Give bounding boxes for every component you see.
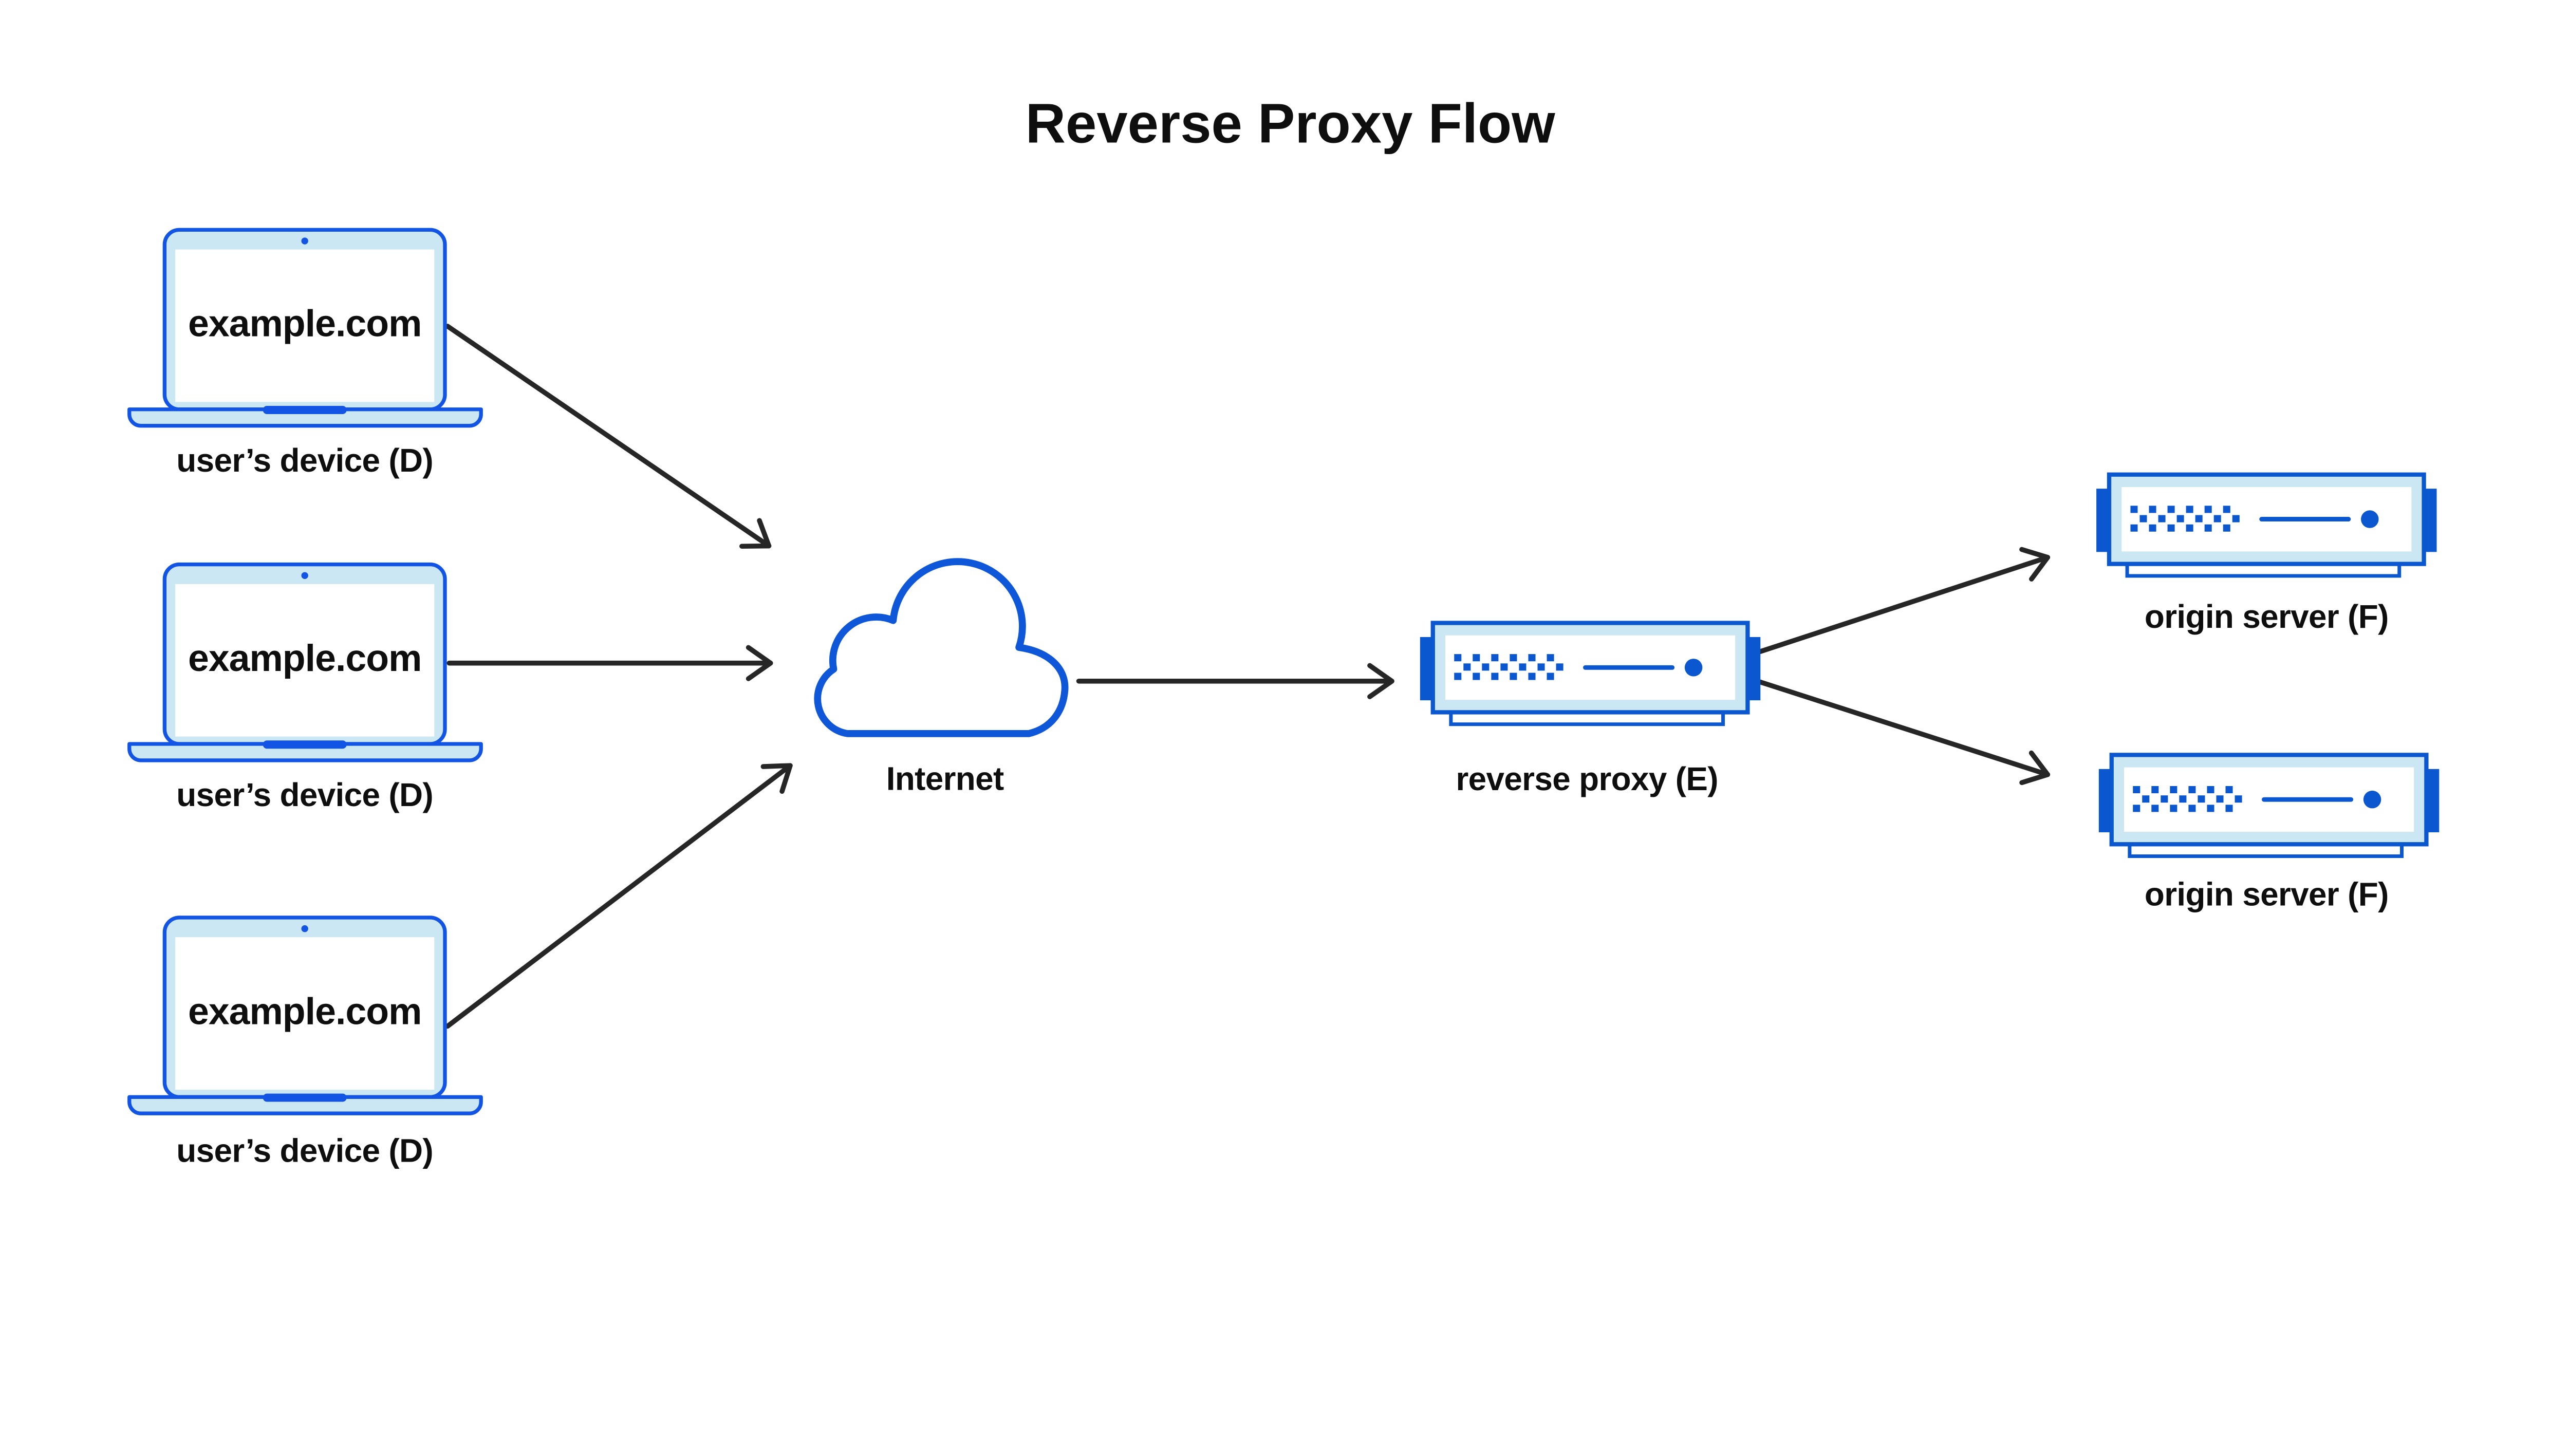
origin-server-caption: origin server (F) xyxy=(2145,875,2389,912)
device-screen-url: example.com xyxy=(188,990,421,1032)
server-rack-icon xyxy=(2099,755,2439,856)
arrow-device1-to-internet xyxy=(445,324,772,549)
user-device-3: example.com user’s device (D) xyxy=(129,918,481,1169)
user-device-1: example.com user’s device (D) xyxy=(129,230,481,479)
origin-server-2: origin server (F) xyxy=(2099,755,2439,912)
page-title: Reverse Proxy Flow xyxy=(1026,92,1556,155)
diagram-canvas: Reverse Proxy Flow example.com user’s de… xyxy=(127,92,2442,1169)
device-caption: user’s device (D) xyxy=(176,1132,433,1169)
server-rack-icon xyxy=(1420,623,1760,724)
reverse-proxy-node: reverse proxy (E) xyxy=(1420,623,1760,797)
flow-arrows xyxy=(445,324,2051,1029)
device-caption: user’s device (D) xyxy=(176,776,433,813)
server-rack-icon xyxy=(2096,475,2436,576)
cloud-icon xyxy=(814,558,1069,737)
internet-caption: Internet xyxy=(886,760,1004,797)
device-screen-url: example.com xyxy=(188,637,421,679)
device-caption: user’s device (D) xyxy=(176,442,433,479)
user-device-2: example.com user’s device (D) xyxy=(129,565,481,813)
arrow-proxy-to-origin2 xyxy=(1755,678,2051,786)
device-screen-url: example.com xyxy=(188,303,421,345)
internet-node: Internet xyxy=(814,558,1069,797)
reverse-proxy-flow-diagram: Reverse Proxy Flow example.com user’s de… xyxy=(127,92,2442,1169)
arrow-device3-to-internet xyxy=(445,763,793,1029)
origin-server-caption: origin server (F) xyxy=(2145,598,2389,635)
origin-server-1: origin server (F) xyxy=(2096,475,2436,635)
arrow-proxy-to-origin1 xyxy=(1755,547,2051,655)
reverse-proxy-caption: reverse proxy (E) xyxy=(1456,760,1718,797)
